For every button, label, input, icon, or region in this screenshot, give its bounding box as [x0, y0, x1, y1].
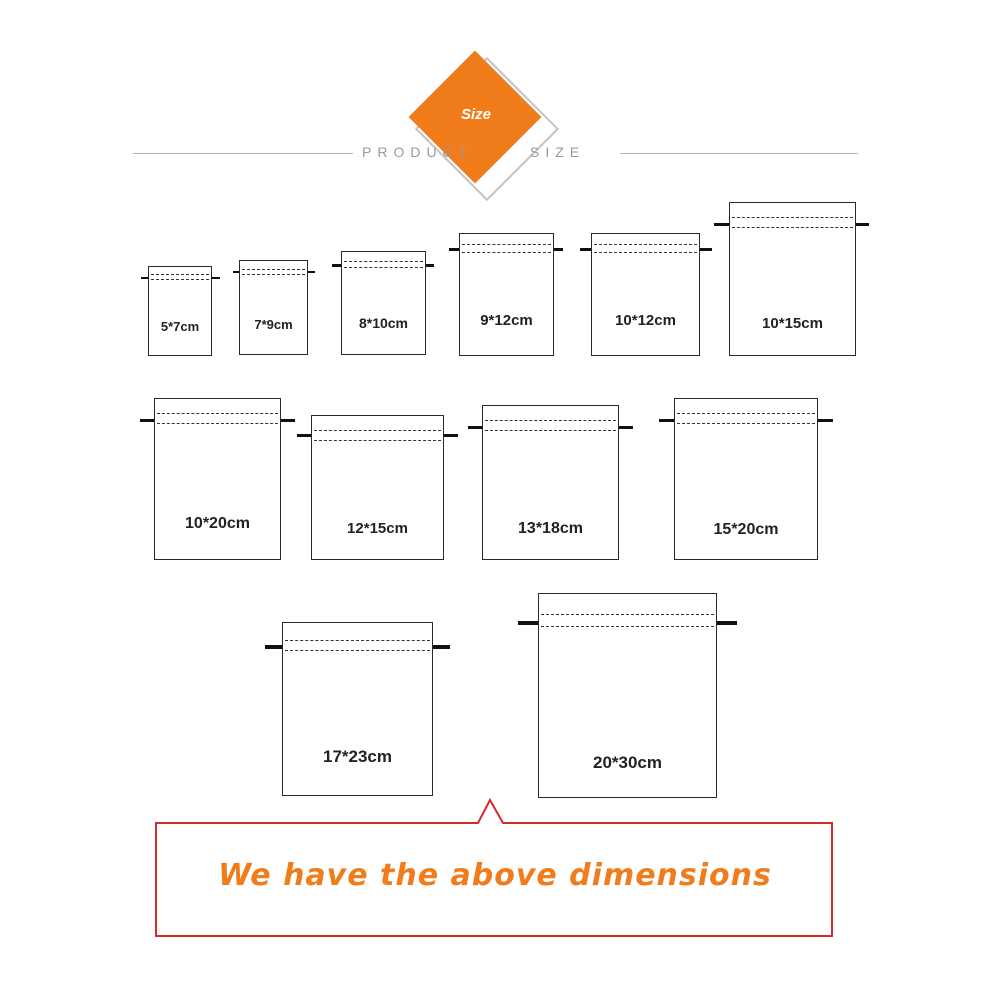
callout-border — [155, 797, 833, 937]
bag-label: 10*15cm — [762, 315, 823, 332]
divider-line-left — [133, 153, 353, 154]
bag-17x23: 17*23cm — [282, 622, 433, 796]
callout-text: We have the above dimensions — [218, 858, 772, 893]
bag-label: 7*9cm — [254, 317, 293, 332]
subtitle-size: SIZE — [530, 144, 586, 160]
subtitle-product: PRODUCT — [362, 144, 474, 160]
bag-15x20: 15*20cm — [674, 398, 818, 560]
bag-13x18: 13*18cm — [482, 405, 619, 560]
bag-7x9: 7*9cm — [239, 260, 308, 355]
bag-label: 10*12cm — [615, 312, 676, 329]
bag-9x12: 9*12cm — [459, 233, 554, 356]
bag-label: 12*15cm — [347, 520, 408, 537]
bag-label: 17*23cm — [322, 747, 392, 766]
bag-label: 20*30cm — [592, 753, 662, 772]
bag-10x12: 10*12cm — [591, 233, 700, 356]
bag-label: 9*12cm — [480, 312, 533, 329]
divider-line-right — [620, 153, 858, 154]
bag-label: 8*10cm — [358, 315, 409, 331]
bag-label: 15*20cm — [713, 521, 779, 538]
bag-label: 5*7cm — [160, 319, 200, 334]
bag-10x20: 10*20cm — [154, 398, 281, 560]
bag-8x10: 8*10cm — [341, 251, 426, 355]
bag-10x15: 10*15cm — [729, 202, 856, 356]
bag-12x15: 12*15cm — [311, 415, 444, 560]
bag-label: 13*18cm — [518, 520, 583, 537]
badge-label: Size — [460, 106, 491, 123]
bag-20x30: 20*30cm — [538, 593, 717, 798]
bag-5x7: 5*7cm — [148, 266, 212, 356]
bag-label: 10*20cm — [185, 515, 250, 532]
